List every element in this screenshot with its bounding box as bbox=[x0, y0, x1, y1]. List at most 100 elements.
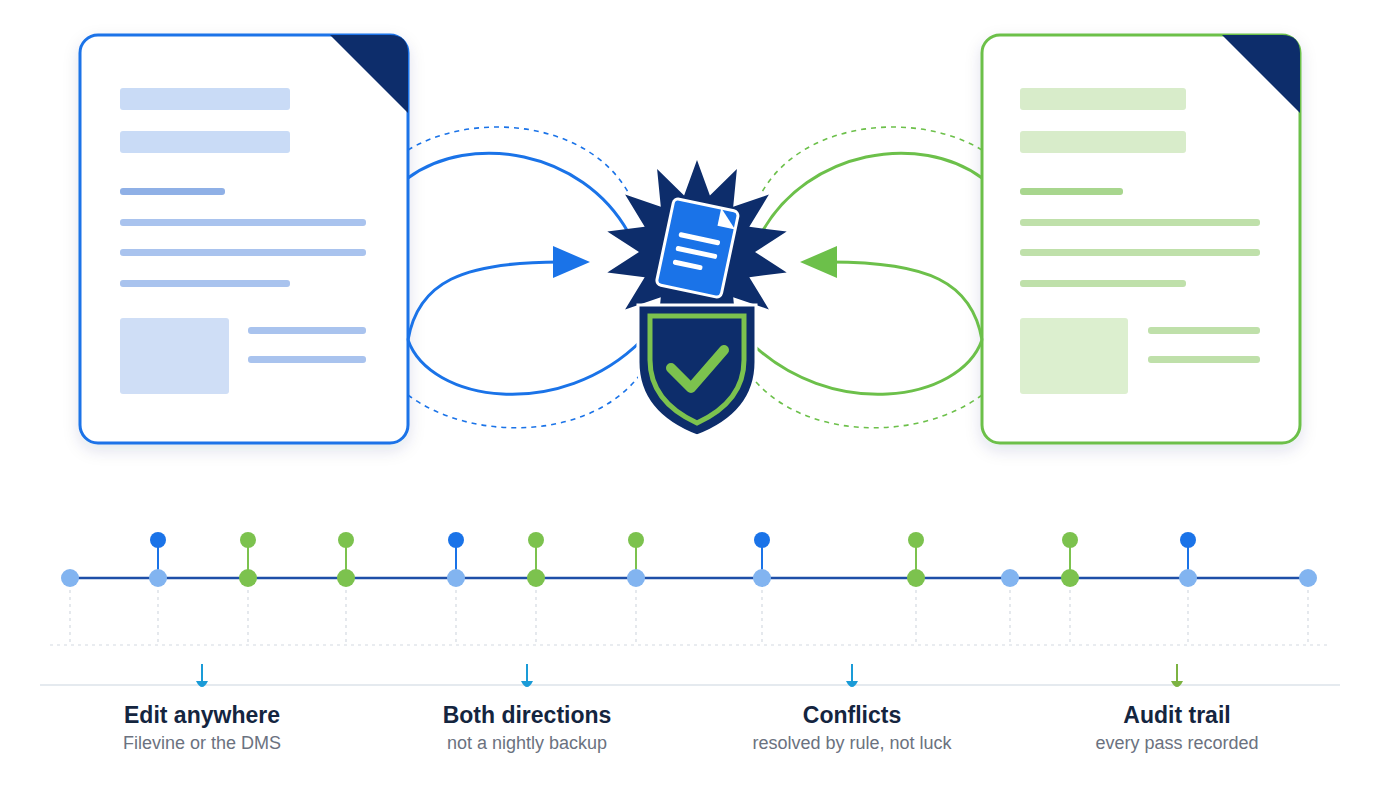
guide-line bbox=[69, 590, 70, 645]
caption-marker bbox=[1171, 681, 1183, 687]
text-bar bbox=[120, 88, 290, 110]
timeline-node bbox=[1179, 569, 1197, 587]
timeline-node bbox=[337, 569, 355, 587]
guide-line bbox=[1307, 590, 1308, 645]
text-line bbox=[120, 249, 366, 256]
event-dot bbox=[338, 532, 354, 548]
text-bar bbox=[1020, 131, 1186, 153]
caption-marker bbox=[201, 664, 203, 681]
event-dot bbox=[528, 532, 544, 548]
arrow-head bbox=[800, 246, 837, 278]
source-document bbox=[80, 35, 408, 443]
loop-arc bbox=[830, 262, 982, 340]
guide-line bbox=[1069, 590, 1070, 645]
target-document bbox=[982, 35, 1300, 443]
timeline-node bbox=[1299, 569, 1317, 587]
image-block bbox=[1020, 318, 1128, 394]
timeline-node bbox=[61, 569, 79, 587]
caption-marker bbox=[196, 681, 208, 687]
page-corner bbox=[1222, 35, 1300, 113]
loop-arc bbox=[762, 153, 982, 232]
caption-heading: Edit anywhere bbox=[52, 701, 352, 729]
caption-heading: Conflicts bbox=[702, 701, 1002, 729]
caption-heading: Audit trail bbox=[1027, 701, 1327, 729]
document-page bbox=[982, 35, 1300, 443]
text-line bbox=[678, 232, 720, 246]
caption-marker bbox=[526, 664, 528, 681]
text-line bbox=[120, 188, 225, 195]
sync-emblem bbox=[607, 160, 786, 436]
guide-line bbox=[247, 590, 248, 645]
shield bbox=[638, 305, 756, 436]
timeline-node bbox=[1001, 569, 1019, 587]
guide-line bbox=[535, 590, 536, 645]
text-line bbox=[675, 246, 717, 260]
timeline-node bbox=[149, 569, 167, 587]
event-dot bbox=[448, 532, 464, 548]
event-dot bbox=[240, 532, 256, 548]
text-line bbox=[1020, 188, 1123, 195]
text-line bbox=[1020, 219, 1260, 226]
text-line bbox=[120, 280, 290, 287]
guide-line bbox=[345, 590, 346, 645]
text-line bbox=[1148, 327, 1260, 334]
event-dot bbox=[1062, 532, 1078, 548]
dashed-arc bbox=[408, 372, 642, 428]
loop-arc bbox=[408, 153, 628, 232]
page-corner bbox=[717, 208, 738, 229]
sync-loop-left bbox=[408, 127, 642, 428]
document-page bbox=[80, 35, 408, 443]
text-line bbox=[1020, 249, 1260, 256]
timeline bbox=[61, 532, 1317, 645]
caption-note: not a nightly backup bbox=[377, 732, 677, 754]
caption-marker bbox=[521, 681, 533, 687]
baseline bbox=[40, 684, 1340, 686]
caption-heading: Both directions bbox=[377, 701, 677, 729]
timeline-node bbox=[753, 569, 771, 587]
caption-markers bbox=[196, 664, 1183, 687]
text-line bbox=[1148, 356, 1260, 363]
guide-line bbox=[761, 590, 762, 645]
guide-line bbox=[1187, 590, 1188, 645]
timeline-node bbox=[447, 569, 465, 587]
event-dot bbox=[1180, 532, 1196, 548]
text-line bbox=[248, 356, 366, 363]
text-line bbox=[120, 219, 366, 226]
text-line bbox=[673, 259, 703, 270]
caption-marker bbox=[851, 664, 853, 681]
center-document bbox=[656, 198, 739, 298]
text-line bbox=[1020, 280, 1186, 287]
loop-arc bbox=[408, 340, 642, 394]
event-dot bbox=[908, 532, 924, 548]
sync-loop-right bbox=[748, 127, 982, 428]
guide-line bbox=[915, 590, 916, 645]
caption-marker bbox=[846, 681, 858, 687]
loop-arc bbox=[408, 262, 560, 340]
text-bar bbox=[1020, 88, 1186, 110]
page-corner bbox=[330, 35, 408, 113]
timeline-node bbox=[239, 569, 257, 587]
timeline-node bbox=[907, 569, 925, 587]
guide-line bbox=[635, 590, 636, 645]
event-dot bbox=[150, 532, 166, 548]
guide-line bbox=[455, 590, 456, 645]
guide-line bbox=[50, 644, 1330, 645]
caption-marker bbox=[1176, 664, 1178, 681]
check-mark bbox=[671, 350, 724, 388]
guide-line bbox=[157, 590, 158, 645]
caption-note: every pass recorded bbox=[1027, 732, 1327, 754]
text-line bbox=[248, 327, 366, 334]
guide-line bbox=[1009, 590, 1010, 645]
arrow-head bbox=[553, 246, 590, 278]
timeline-node bbox=[627, 569, 645, 587]
timeline-node bbox=[527, 569, 545, 587]
event-dot bbox=[628, 532, 644, 548]
image-block bbox=[120, 318, 229, 394]
caption-note: resolved by rule, not luck bbox=[702, 732, 1002, 754]
shield-rim bbox=[650, 316, 744, 423]
timeline-node bbox=[1061, 569, 1079, 587]
text-bar bbox=[120, 131, 290, 153]
event-dot bbox=[754, 532, 770, 548]
document-icon bbox=[656, 198, 739, 298]
